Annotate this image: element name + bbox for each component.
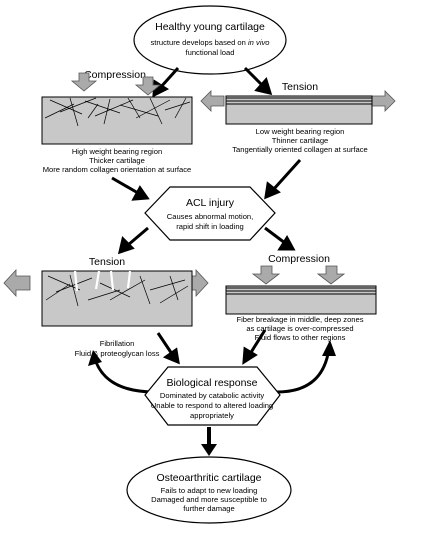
- flow-arrowhead-to-bio-left: [162, 347, 180, 365]
- tension-injured-label: Tension: [89, 256, 125, 268]
- oa-in-arrow: [201, 427, 217, 456]
- compression-healthy-label: Compression: [84, 69, 146, 81]
- flow-arrowhead-to-oa: [201, 444, 217, 456]
- osteoarthritic-line1: Fails to adapt to new loading: [161, 486, 258, 495]
- healthy-line1-text: structure develops based on: [150, 38, 245, 47]
- injury-out-arrows: [117, 226, 296, 255]
- biological-response-line2: Unable to respond to altered loading: [151, 401, 273, 410]
- healthy-cartilage-line1: structure develops based on in vivo: [150, 38, 269, 47]
- flow-arrow-to-injury-right: [271, 158, 302, 192]
- cartilage-block-compressed: [225, 285, 377, 315]
- tension-healthy-group: Tension Low weight bearing region Thinne…: [200, 81, 396, 154]
- biological-response-line1: Dominated by catabolic activity: [160, 391, 264, 400]
- healthy-cartilage-line2: functional load: [186, 48, 235, 57]
- tangential-collagen-fibers: [226, 97, 372, 105]
- biological-response-node: Biological response Dominated by catabol…: [144, 366, 281, 426]
- injury-flow-arrows: [111, 158, 302, 201]
- tension-healthy-caption-2: Thinner cartilage: [272, 136, 329, 145]
- compressed-collagen-fibers: [226, 287, 376, 295]
- acl-injury-title: ACL injury: [186, 197, 235, 209]
- tension-injured-left-arrow: [3, 268, 31, 298]
- flow-arrowhead-to-injury-right: [264, 181, 281, 200]
- compression-down-arrow-right: [134, 76, 162, 96]
- tension-right-arrow: [371, 90, 396, 112]
- compression-injured-group: Compression Fiber breakage in middle, de…: [225, 253, 377, 342]
- osteoarthritic-line3: further damage: [183, 504, 235, 513]
- flow-arrow-to-bio-right: [248, 329, 267, 355]
- flow-arrow-to-injury-left: [111, 176, 139, 195]
- healthy-cartilage-title: Healthy young cartilage: [155, 21, 265, 33]
- compression-injured-label: Compression: [268, 253, 330, 265]
- fibrillation-cracks: [73, 270, 132, 292]
- healthy-cartilage-node: Healthy young cartilage structure develo…: [133, 5, 287, 75]
- flow-arrowhead-to-injury-left: [131, 185, 150, 201]
- cartilage-block-fibrillated: [41, 270, 193, 327]
- flow-arrow-top-right: [243, 66, 265, 88]
- cartilage-block-thin: [225, 95, 373, 125]
- biological-response-line3: appropriately: [190, 411, 234, 420]
- tension-left-arrow: [200, 90, 225, 112]
- compression-injured-caption-3: Fluid flows to other regions: [255, 333, 346, 342]
- compression-injured-down-arrow-right: [316, 265, 346, 285]
- compression-healthy-group: Compression High weight bearing region T…: [41, 69, 193, 174]
- feedback-curve-left: [94, 361, 156, 394]
- tension-injured-caption-1: Fibrillation: [100, 339, 135, 348]
- acl-injury-line1: Causes abnormal motion,: [167, 212, 254, 221]
- osteoarthritic-title: Osteoarthritic cartilage: [156, 472, 261, 484]
- random-collagen-fibers: [44, 97, 191, 127]
- biological-response-hexagon: [144, 366, 281, 426]
- feedback-arrowhead-left: [88, 350, 102, 366]
- tension-healthy-caption-1: Low weight bearing region: [256, 127, 345, 136]
- flow-arrowhead-from-injury-left: [117, 236, 135, 255]
- disrupted-collagen-fibers: [45, 274, 189, 307]
- cartilage-block-thick: [41, 96, 193, 145]
- compression-healthy-caption-2: Thicker cartilage: [89, 156, 145, 165]
- feedback-curve-right: [276, 353, 330, 394]
- compression-healthy-caption-3: More random collagen orientation at surf…: [43, 165, 192, 174]
- flow-arrow-from-injury-right: [264, 226, 286, 245]
- acl-injury-line2: rapid shift in loading: [176, 222, 244, 231]
- compression-down-arrow-left: [70, 72, 98, 92]
- compression-injured-caption-1: Fiber breakage in middle, deep zones: [236, 315, 363, 324]
- biological-response-title: Biological response: [166, 377, 257, 389]
- osteoarthritic-node: Osteoarthritic cartilage Fails to adapt …: [126, 456, 292, 524]
- compression-injured-down-arrow-left: [251, 265, 281, 285]
- osteoarthritic-line2: Damaged and more susceptible to: [151, 495, 267, 504]
- acl-injury-hexagon: [144, 186, 276, 241]
- flow-arrowhead-to-bio-right: [242, 346, 258, 365]
- compression-injured-caption-2: as cartilage is over-compressed: [246, 324, 353, 333]
- osteoarthritic-ellipse: [126, 456, 292, 524]
- feedback-arrows: [88, 340, 336, 394]
- healthy-cartilage-ellipse: [133, 5, 287, 75]
- tension-injured-group: Tension Fibrillation Fluid & proteoglyca…: [3, 256, 209, 358]
- tension-healthy-caption-3: Tangentially oriented collagen at surfac…: [232, 145, 368, 154]
- tension-injured-caption-2: Fluid & proteoglycan loss: [75, 349, 160, 358]
- flow-arrowhead-from-injury-right: [277, 235, 296, 251]
- feedback-arrowhead-right: [322, 340, 336, 356]
- flow-arrow-top-left: [158, 66, 180, 90]
- flow-arrowhead-top-right: [254, 77, 273, 96]
- acl-injury-node: ACL injury Causes abnormal motion, rapid…: [144, 186, 276, 241]
- healthy-line1-italic: in vivo: [248, 38, 270, 47]
- tension-healthy-label: Tension: [282, 81, 318, 93]
- flow-arrow-to-bio-left: [156, 332, 174, 355]
- flow-arrow-from-injury-left: [127, 226, 149, 247]
- compression-healthy-caption-1: High weight bearing region: [72, 147, 162, 156]
- bio-in-arrows: [156, 329, 267, 365]
